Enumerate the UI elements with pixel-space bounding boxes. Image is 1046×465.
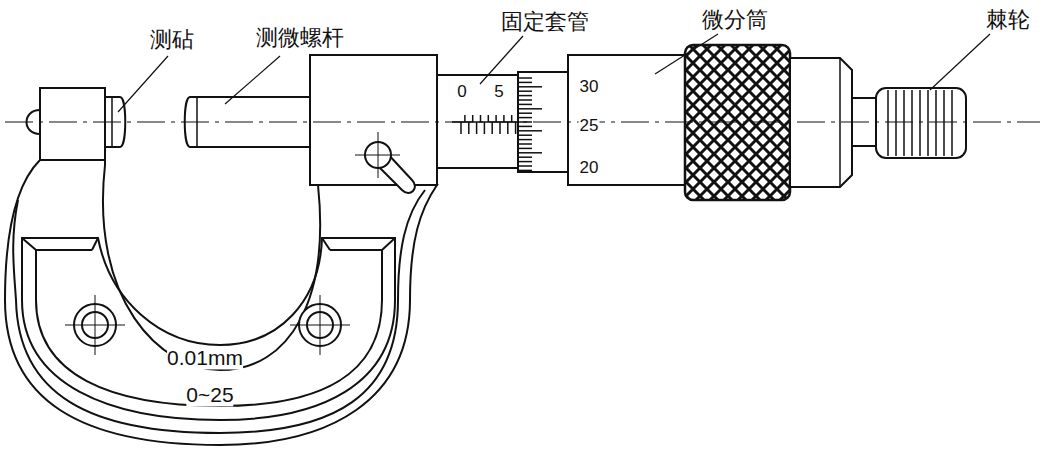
part-label: 固定套管 <box>501 10 589 34</box>
knurl-line <box>903 90 905 156</box>
scale-tick <box>488 115 490 122</box>
scale-tick <box>518 104 532 106</box>
scale-tick <box>518 126 532 128</box>
scale-tick <box>518 90 532 92</box>
frame-recess <box>22 238 395 420</box>
scale-tick <box>503 115 505 122</box>
scale-tick <box>518 112 532 114</box>
frame-recess-bevel <box>22 238 395 406</box>
scale-tick <box>460 122 462 134</box>
scale-tick <box>495 115 497 122</box>
scale-tick <box>499 122 501 134</box>
knurl-line <box>951 90 953 156</box>
scale-tick <box>518 95 532 97</box>
part-label: 测砧 <box>150 28 194 52</box>
knurl-line <box>943 90 945 156</box>
scale-tick <box>518 152 542 154</box>
scale-tick <box>518 86 542 88</box>
leader-lines <box>118 34 990 112</box>
scale-tick <box>518 170 532 172</box>
scale-tick <box>515 122 517 134</box>
ratchet <box>876 88 966 158</box>
frame-head <box>40 88 105 160</box>
scale-number: 30 <box>579 78 600 97</box>
scale-tick <box>511 115 513 122</box>
part-label: 棘轮 <box>986 8 1030 32</box>
thimble-scale <box>518 78 542 170</box>
scale-tick <box>491 122 493 134</box>
knurl-line <box>911 90 913 156</box>
scale-tick <box>518 134 532 136</box>
knurl-line <box>919 90 921 156</box>
frame-edge <box>13 190 425 433</box>
center-axis <box>5 122 1040 123</box>
scale-tick <box>518 156 532 158</box>
scale-tick <box>518 108 542 110</box>
scale-tick <box>518 117 532 119</box>
scale-number: 0 <box>456 83 467 102</box>
scale-tick <box>518 139 532 141</box>
scale-tick <box>484 122 486 134</box>
spec-text: 0.01mm <box>167 346 243 369</box>
spec-text: 0~25 <box>186 383 233 406</box>
knurl-line <box>927 90 929 156</box>
scale-tick <box>518 77 532 79</box>
scale-number: 25 <box>579 117 600 136</box>
scale-tick <box>518 82 532 84</box>
part-label: 测微螺杆 <box>256 26 344 50</box>
scale-number: 20 <box>579 159 600 178</box>
scale-tick <box>472 115 474 122</box>
scale-tick <box>468 122 470 134</box>
spindle-housing <box>310 55 437 185</box>
scale-number: 5 <box>493 83 504 102</box>
scale-tick <box>518 99 532 101</box>
knurl-line <box>887 90 889 156</box>
knurl-line <box>935 90 937 156</box>
scale-tick <box>507 122 509 134</box>
thimble <box>568 55 685 185</box>
ratchet-knurl <box>888 90 952 156</box>
sleeve-scale <box>461 115 516 134</box>
scale-tick <box>464 115 466 122</box>
scale-tick <box>476 122 478 134</box>
scale-tick <box>518 165 532 167</box>
knurl-line <box>895 90 897 156</box>
scale-tick <box>518 148 532 150</box>
scale-tick <box>480 115 482 122</box>
scale-tick <box>518 130 542 132</box>
scale-tick <box>518 143 532 145</box>
lock-lever <box>355 132 415 193</box>
scale-tick <box>518 161 532 163</box>
part-label: 微分筒 <box>702 8 768 32</box>
